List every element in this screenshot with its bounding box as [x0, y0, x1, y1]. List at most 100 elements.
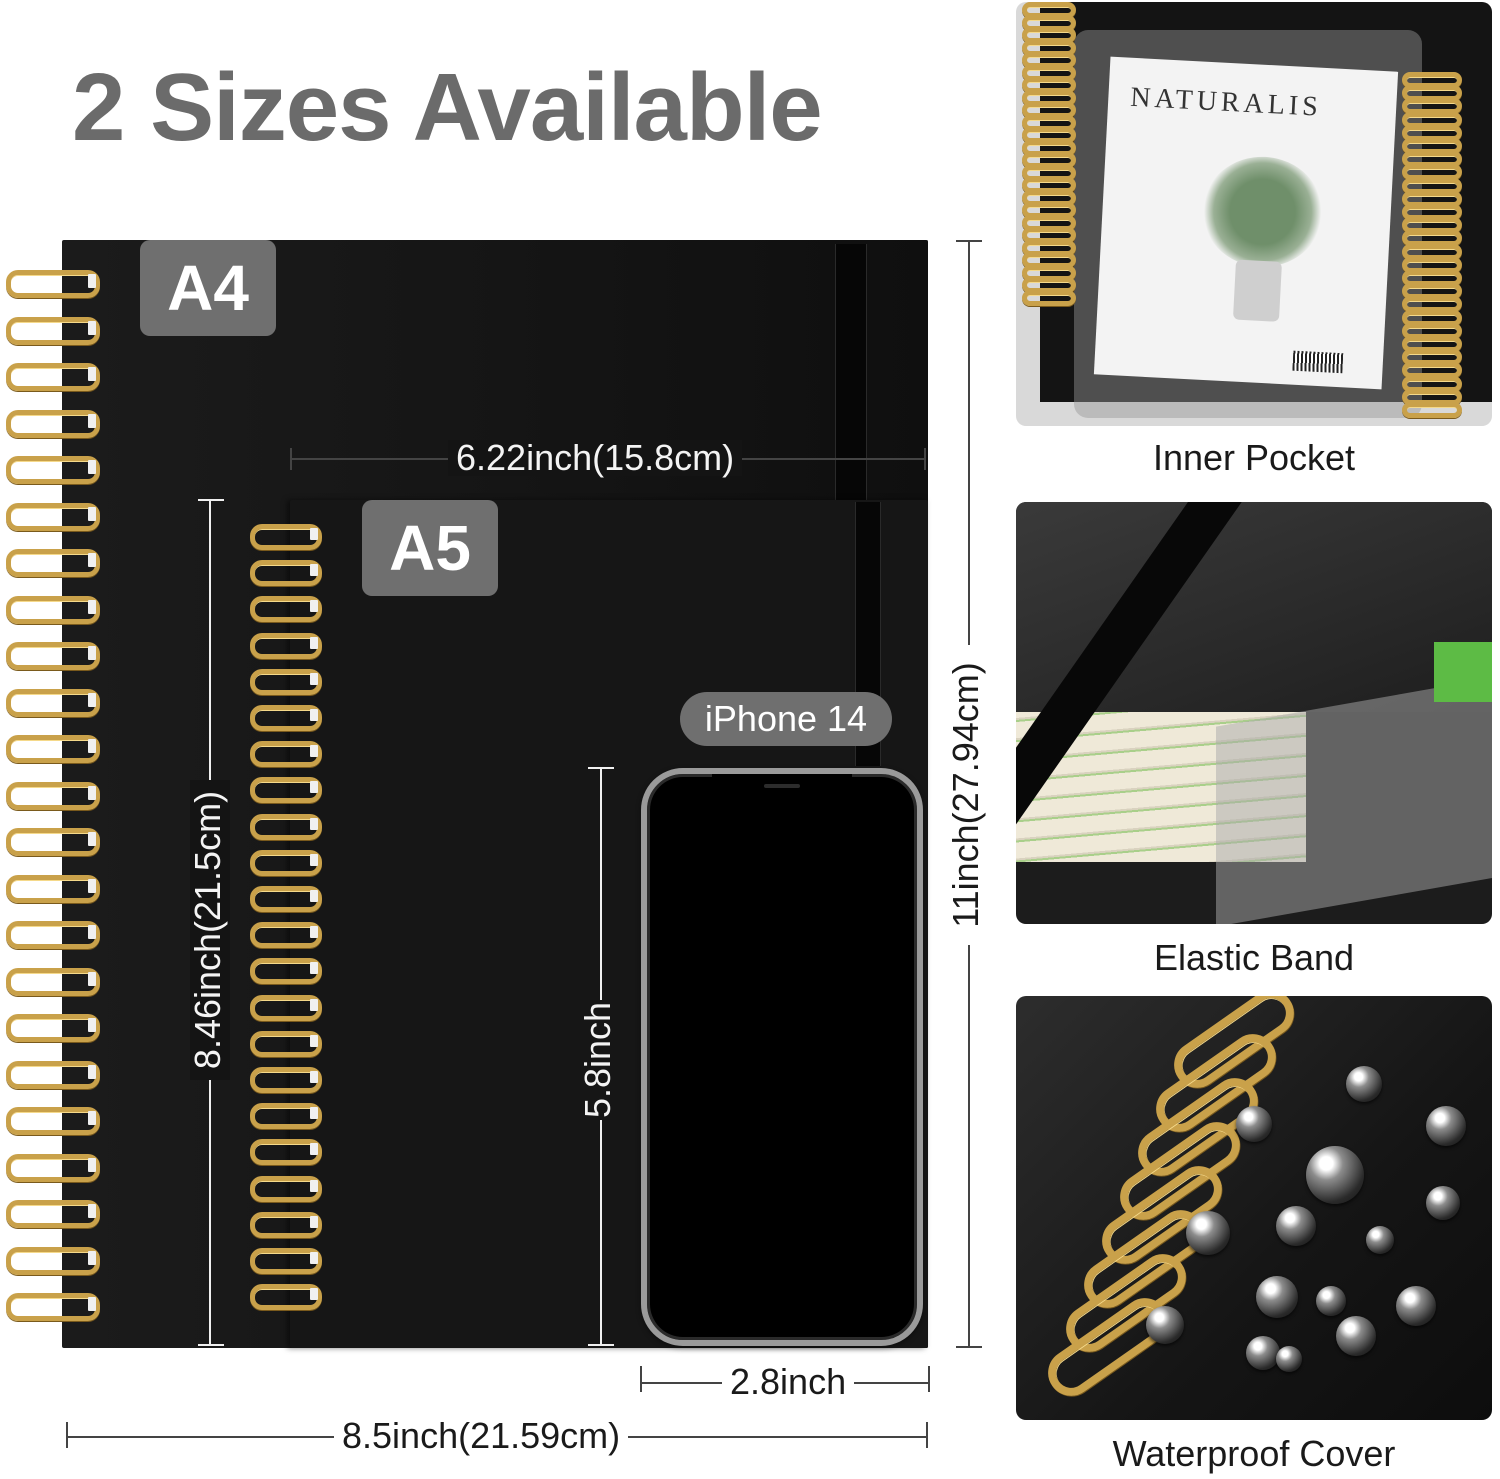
water-drop: [1346, 1066, 1382, 1102]
a4-height-tick-bottom: [956, 1346, 982, 1348]
phone-body: [641, 768, 923, 1346]
spiral-hole: [310, 745, 318, 758]
spiral-hole: [310, 636, 318, 649]
spiral-ring: [6, 874, 100, 903]
water-drop: [1366, 1226, 1394, 1254]
spiral-ring: [250, 777, 322, 804]
phone-width-tick-left: [640, 1366, 642, 1392]
spiral-ring: [250, 741, 322, 768]
spiral-hole: [310, 781, 318, 794]
a5-spiral: [244, 524, 328, 1324]
spiral-ring: [250, 632, 322, 659]
water-drop: [1316, 1286, 1346, 1316]
spiral-hole: [88, 367, 96, 381]
spiral-hole: [310, 709, 318, 721]
spiral-hole: [310, 672, 318, 685]
spiral-ring: [6, 1153, 100, 1182]
spiral-hole: [310, 817, 318, 830]
water-drop: [1186, 1211, 1230, 1255]
a4-width-label: 8.5inch(21.59cm): [334, 1418, 629, 1454]
a4-elastic-band: [836, 244, 866, 502]
spiral-ring: [250, 596, 322, 623]
spiral-ring: [1402, 402, 1462, 418]
spiral-hole: [88, 1111, 96, 1125]
spiral-hole: [88, 1297, 96, 1311]
spiral-ring: [6, 363, 100, 391]
spiral-ring: [6, 456, 100, 484]
phone-width-tick-right: [928, 1366, 930, 1392]
spiral-ring: [6, 549, 100, 577]
spiral-hole: [310, 926, 318, 939]
spiral-ring: [6, 1107, 100, 1135]
spiral-hole: [88, 1250, 96, 1265]
spiral-ring: [6, 1293, 100, 1321]
phone-speaker: [764, 784, 800, 788]
spiral-ring: [6, 316, 100, 345]
spiral-hole: [310, 962, 318, 975]
water-drop: [1306, 1146, 1364, 1204]
a4-width-tick-left: [66, 1422, 68, 1448]
a4-width-tick-right: [926, 1422, 928, 1448]
spiral-ring: [250, 524, 322, 550]
spiral-hole: [88, 553, 96, 567]
a4-height-tick-top: [956, 240, 982, 242]
spiral-hole: [310, 528, 318, 540]
spiral-hole: [88, 832, 96, 846]
pocket-spiral-left: [1016, 2, 1076, 306]
spiral-hole: [88, 692, 96, 707]
spiral-hole: [88, 971, 96, 986]
spiral-hole: [88, 506, 96, 521]
water-drop: [1276, 1346, 1302, 1372]
water-drop: [1276, 1206, 1316, 1246]
phone-height-tick-top: [588, 767, 614, 769]
spiral-hole: [88, 1204, 96, 1218]
plant-vase: [1232, 259, 1283, 322]
phone-label: iPhone 14: [680, 692, 892, 746]
a5-height-label: 8.46inch(21.5cm): [187, 780, 230, 1080]
a5-width-label: 6.22inch(15.8cm): [448, 440, 743, 476]
spiral-ring: [250, 849, 322, 876]
spiral-ring: [6, 781, 100, 810]
spiral-hole: [88, 1157, 96, 1172]
green-tab: [1434, 642, 1492, 702]
elastic-band-photo: [1016, 502, 1492, 924]
a5-height-tick-bottom: [198, 1344, 224, 1346]
spiral-hole: [310, 998, 318, 1011]
elastic-band-caption: Elastic Band: [1153, 937, 1355, 978]
magazine-title: NATURALIS: [1129, 81, 1323, 123]
spiral-ring: [6, 688, 100, 717]
spiral-ring: [250, 1175, 322, 1202]
spiral-ring: [6, 409, 100, 438]
water-drop: [1426, 1106, 1466, 1146]
spiral-hole: [88, 739, 96, 753]
spiral-ring: [250, 1139, 322, 1166]
spiral-ring: [6, 828, 100, 856]
spiral-hole: [88, 274, 96, 288]
spiral-ring: [250, 1248, 322, 1274]
spiral-hole: [310, 853, 318, 866]
water-drop: [1256, 1276, 1298, 1318]
spiral-ring: [6, 642, 100, 670]
spiral-ring: [1022, 289, 1076, 306]
a5-size-badge: A5: [362, 500, 498, 596]
spiral-ring: [250, 1284, 322, 1311]
phone-height-tick-bottom: [588, 1344, 614, 1346]
spiral-ring: [6, 1246, 100, 1275]
spiral-ring: [6, 967, 100, 996]
spiral-ring: [250, 1067, 322, 1093]
a5-height-tick-top: [198, 499, 224, 501]
phone-height-label: 5.8inch: [577, 1000, 620, 1120]
plant-leaves: [1199, 153, 1326, 270]
spiral-ring: [250, 1103, 322, 1130]
spiral-hole: [310, 1071, 318, 1083]
spiral-ring: [250, 705, 322, 731]
spiral-hole: [310, 1179, 318, 1192]
spiral-hole: [88, 878, 96, 893]
spiral-hole: [88, 925, 96, 939]
spiral-ring: [250, 886, 322, 912]
spiral-hole: [310, 1288, 318, 1301]
water-drop: [1426, 1186, 1460, 1220]
spiral-hole: [310, 1252, 318, 1264]
a5-width-tick-right: [924, 448, 926, 470]
water-drop: [1246, 1336, 1280, 1370]
